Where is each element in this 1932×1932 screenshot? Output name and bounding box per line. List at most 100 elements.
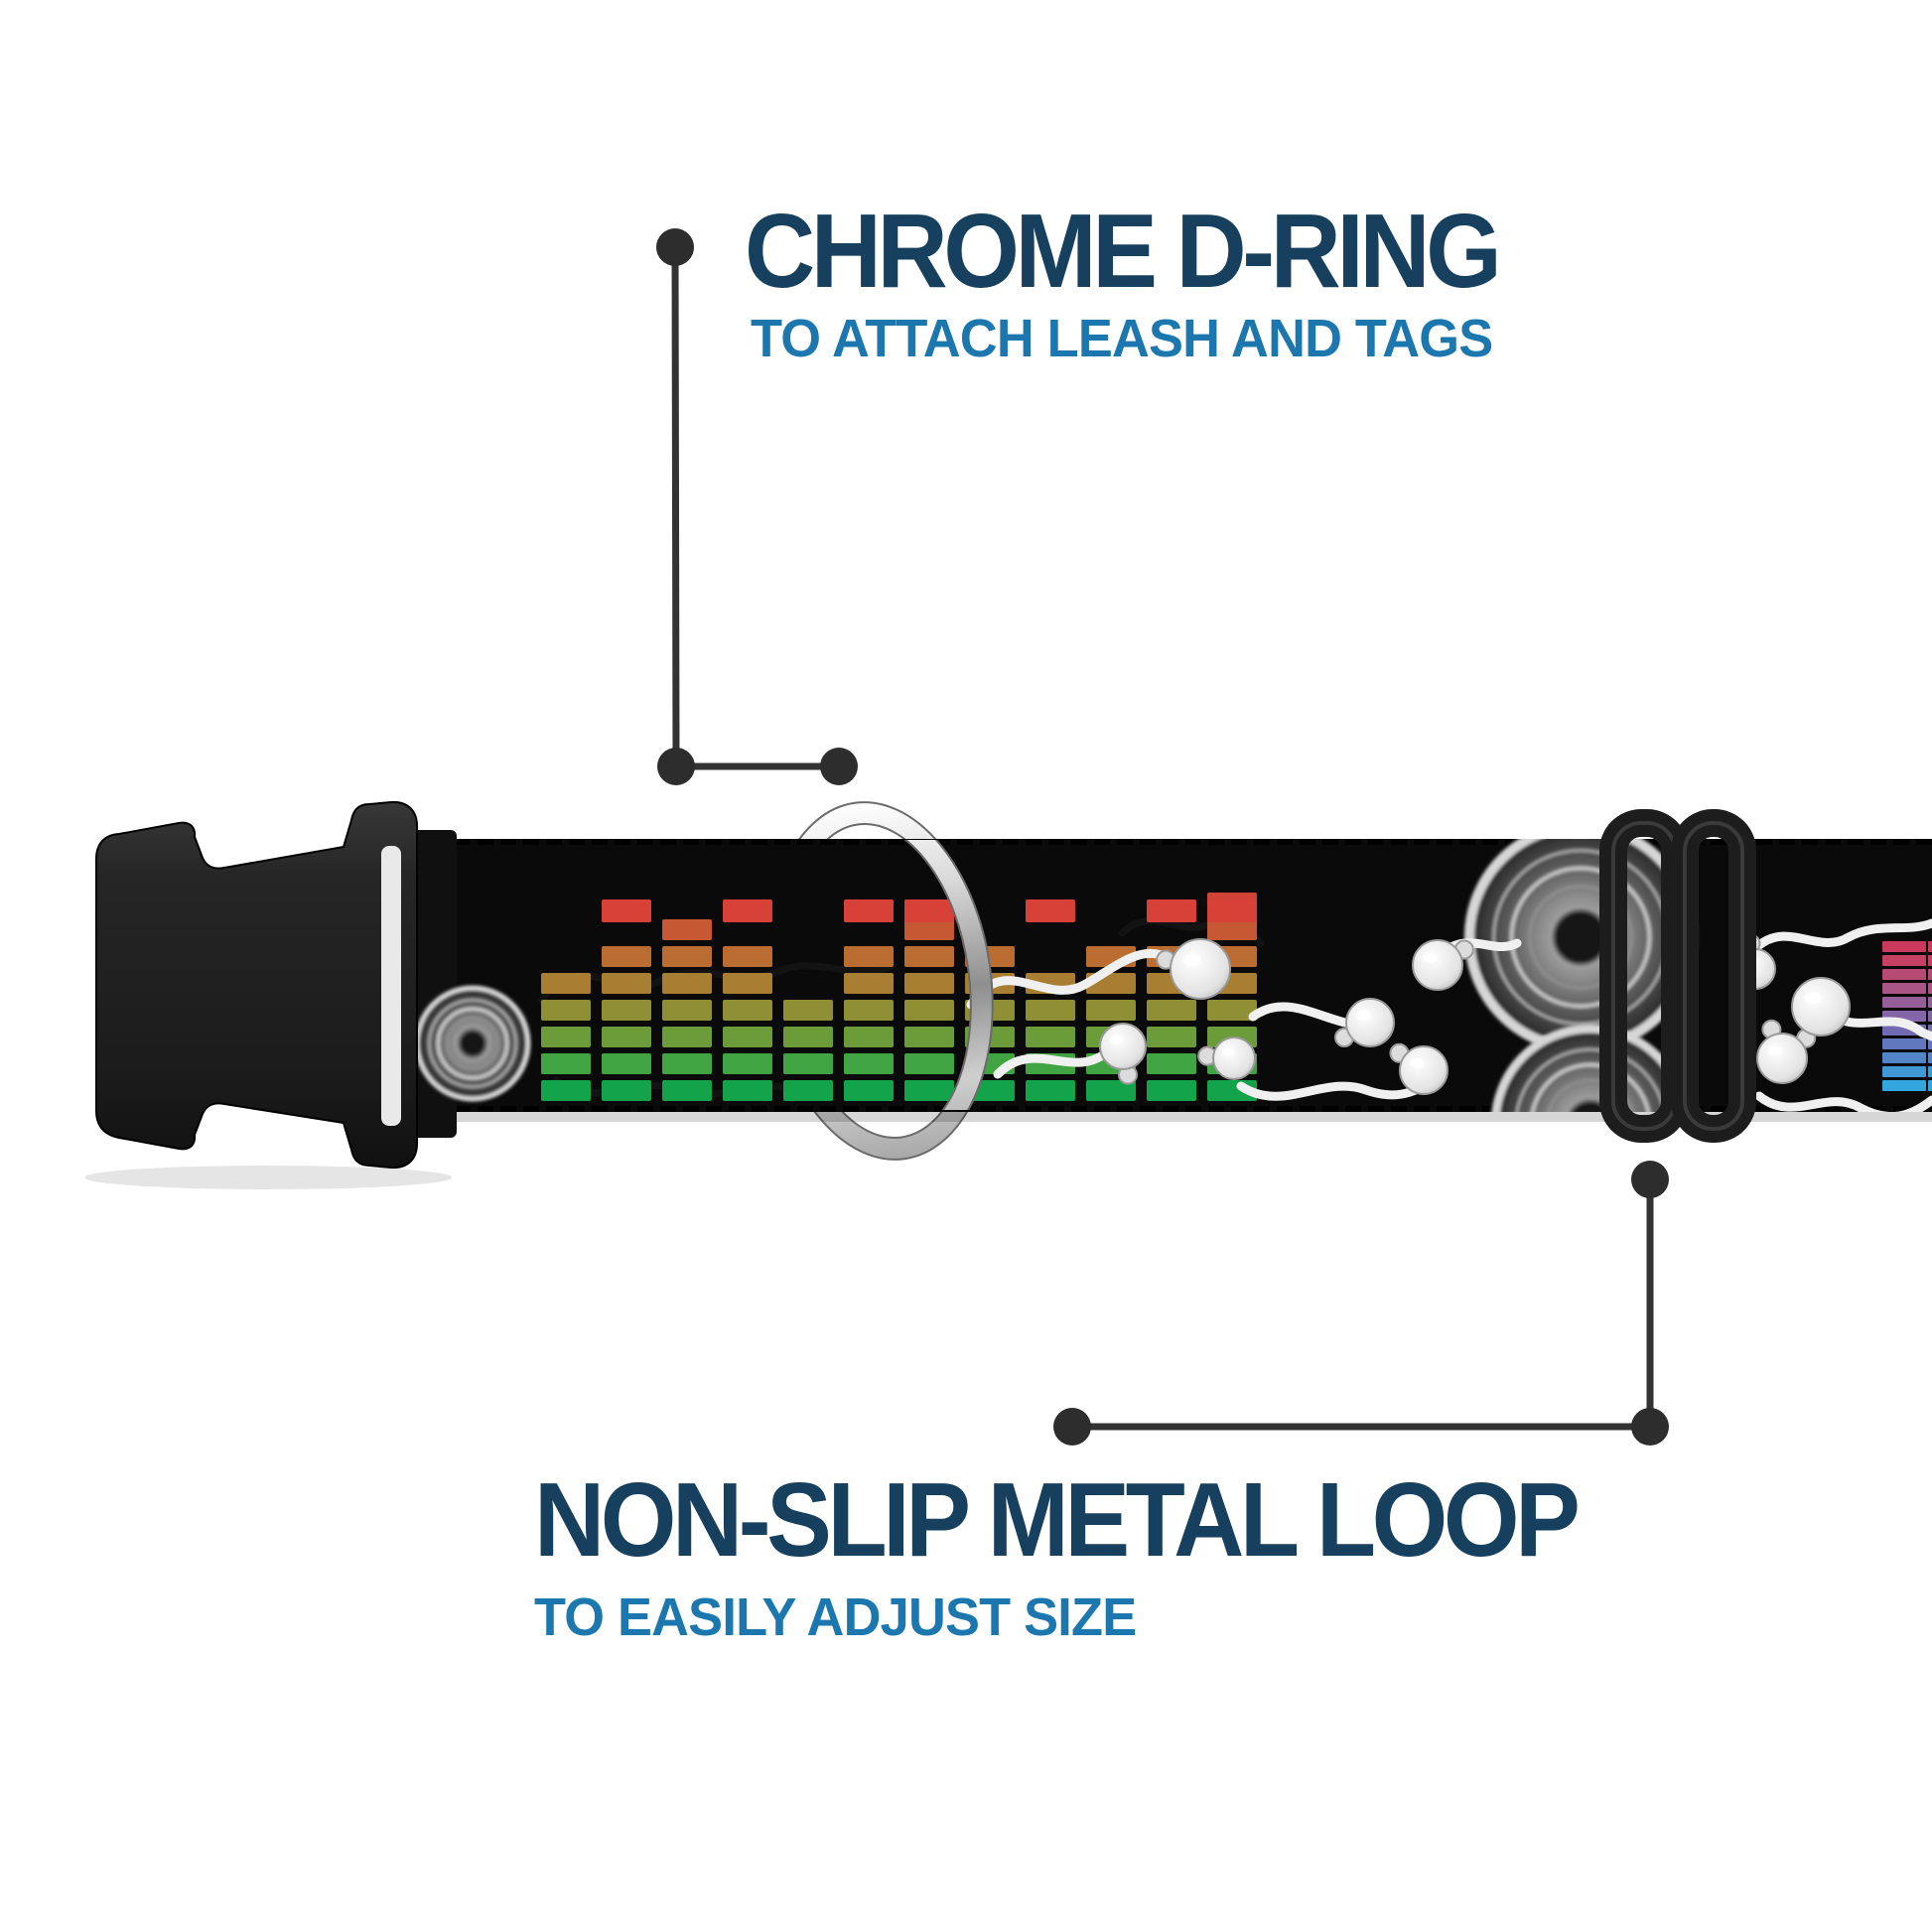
eq-bar-cool	[1928, 941, 1932, 952]
eq-bar	[904, 1027, 954, 1047]
eq-bar-cool	[1882, 1038, 1926, 1049]
side-release-buckle	[84, 800, 452, 1189]
eq-peak-cap	[1147, 899, 1196, 922]
dring-callout-subtitle: TO ATTACH LEASH AND TAGS	[751, 309, 1493, 368]
eq-bar	[783, 1053, 833, 1074]
d-ring-side	[892, 840, 994, 1110]
callout-leader-lines	[656, 228, 1669, 1446]
speaker-ring	[445, 1016, 500, 1071]
eq-bar	[723, 1000, 772, 1021]
dring-callout-title: CHROME D-RING	[745, 193, 1502, 310]
speaker-graphics	[414, 839, 1698, 1112]
adjuster-loop	[1599, 809, 1756, 1143]
earbud	[1170, 938, 1231, 1000]
d-ring-front	[892, 840, 994, 1110]
eq-bar	[904, 1080, 954, 1101]
eq-bar-cool	[1882, 997, 1926, 1008]
leader-dot	[820, 748, 858, 785]
eq-bar	[1147, 1027, 1196, 1047]
eq-bar	[602, 1027, 651, 1047]
speaker-ring	[1530, 1062, 1651, 1112]
eq-bar-cool	[1882, 1052, 1926, 1063]
eq-bar	[1086, 1000, 1136, 1021]
eq-bar-cool	[1928, 997, 1932, 1008]
earbud-graphics	[1099, 933, 1851, 1095]
speaker-ring	[1527, 884, 1634, 991]
eq-bar	[1026, 1027, 1075, 1047]
eq-bar-cool	[1882, 955, 1926, 966]
eq-bar	[602, 1053, 651, 1074]
leader-dot	[657, 748, 695, 785]
buckle-body	[95, 800, 418, 1170]
eq-bar	[844, 1080, 894, 1101]
strap-shadow	[409, 1110, 1932, 1122]
leader-dot	[1053, 1408, 1091, 1446]
eq-bar	[723, 946, 772, 967]
eq-bar	[1147, 1053, 1196, 1074]
speaker-center	[458, 1029, 487, 1058]
speaker	[1491, 1024, 1690, 1112]
eq-bar-cool	[1928, 1038, 1932, 1049]
eq-bar-top	[1207, 899, 1257, 922]
eq-bar	[783, 1027, 833, 1047]
eq-bar-cool	[1882, 983, 1926, 994]
eq-bar	[723, 1027, 772, 1047]
eq-bar	[662, 1080, 712, 1101]
eq-bar	[1026, 1080, 1075, 1101]
leader-dot	[656, 228, 694, 266]
earbud	[1345, 998, 1395, 1047]
speaker-ring	[427, 998, 518, 1089]
earbud	[1212, 1036, 1256, 1080]
eq-bar-cool	[1882, 941, 1926, 952]
earbud-highlight	[1109, 1035, 1124, 1044]
eq-bar	[602, 1080, 651, 1101]
eq-bar	[602, 973, 651, 994]
eq-bar-cool	[1928, 1080, 1932, 1091]
eq-bar	[1147, 1000, 1196, 1021]
speaker-ring	[436, 1007, 509, 1080]
earbud	[1791, 977, 1851, 1036]
speaker-ring	[1509, 866, 1652, 1009]
earbud-cable	[1754, 918, 1932, 950]
earbud-cable	[1754, 1091, 1932, 1112]
eq-bar-cool	[1928, 955, 1932, 966]
eq-bar	[783, 1080, 833, 1101]
strap-artwork	[414, 839, 1932, 1112]
earbud-highlight	[1767, 1045, 1783, 1056]
eq-bar-cool	[1928, 983, 1932, 994]
eq-bar-cool	[1928, 1066, 1932, 1077]
eq-peak-cap	[844, 899, 894, 922]
earbud-highlight	[1410, 1058, 1425, 1068]
eq-bar-cool	[1928, 1011, 1932, 1022]
eq-bar	[723, 1053, 772, 1074]
eq-bar-cool	[1928, 969, 1932, 980]
eq-bar-cool	[1882, 969, 1926, 980]
earbud	[1399, 1045, 1449, 1095]
eq-bar-cool	[1928, 1052, 1932, 1063]
speaker-ring	[1546, 1078, 1635, 1112]
eq-bar	[723, 1080, 772, 1101]
eq-bar	[904, 919, 954, 940]
eq-bar	[662, 973, 712, 994]
eq-bar	[783, 1000, 833, 1021]
eq-bar	[662, 946, 712, 967]
earbud-highlight	[1182, 954, 1201, 966]
eq-bar	[844, 946, 894, 967]
eq-bar	[904, 1000, 954, 1021]
eq-peak-cap	[723, 899, 772, 922]
eq-peak-cap	[904, 899, 954, 922]
eq-bar	[904, 1053, 954, 1074]
leader-dot	[1631, 1408, 1669, 1446]
eq-bar	[904, 973, 954, 994]
eq-bar	[1207, 919, 1257, 940]
speaker-center	[1552, 908, 1609, 966]
eq-bar	[662, 1053, 712, 1074]
leader-line	[1072, 1179, 1654, 1431]
earbud	[1412, 939, 1463, 991]
speaker	[1463, 839, 1698, 1054]
eq-bar	[844, 1000, 894, 1021]
eq-bar	[844, 1027, 894, 1047]
eq-bar	[662, 1000, 712, 1021]
